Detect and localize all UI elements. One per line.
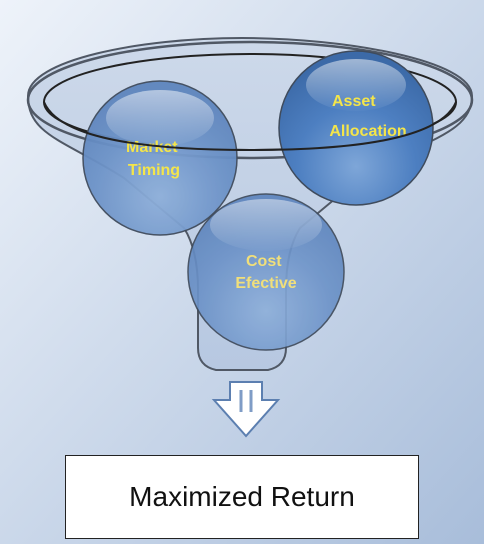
sphere-label-line: Timing [128, 162, 180, 179]
down-arrow-icon [211, 381, 281, 438]
input-sphere-market-timing: Market Timing [82, 80, 238, 236]
sphere-label-line: Asset [332, 93, 376, 110]
input-sphere-cost: Cost Efective [187, 193, 345, 351]
svg-text:Cost Efective: Cost Efective [235, 253, 296, 292]
sphere-label-line: Cost [246, 253, 282, 270]
funnel-rim-outer [26, 40, 474, 160]
svg-text:Asset Allocation: Asset Allocation [329, 93, 406, 140]
sphere-label-line: Efective [235, 275, 296, 292]
sphere-label-line: Allocation [329, 123, 406, 140]
result-box: Maximized Return [65, 455, 419, 539]
funnel-rim-front [43, 101, 457, 152]
input-sphere-asset-allocation: Asset Allocation [278, 50, 434, 206]
result-label: Maximized Return [129, 481, 355, 512]
